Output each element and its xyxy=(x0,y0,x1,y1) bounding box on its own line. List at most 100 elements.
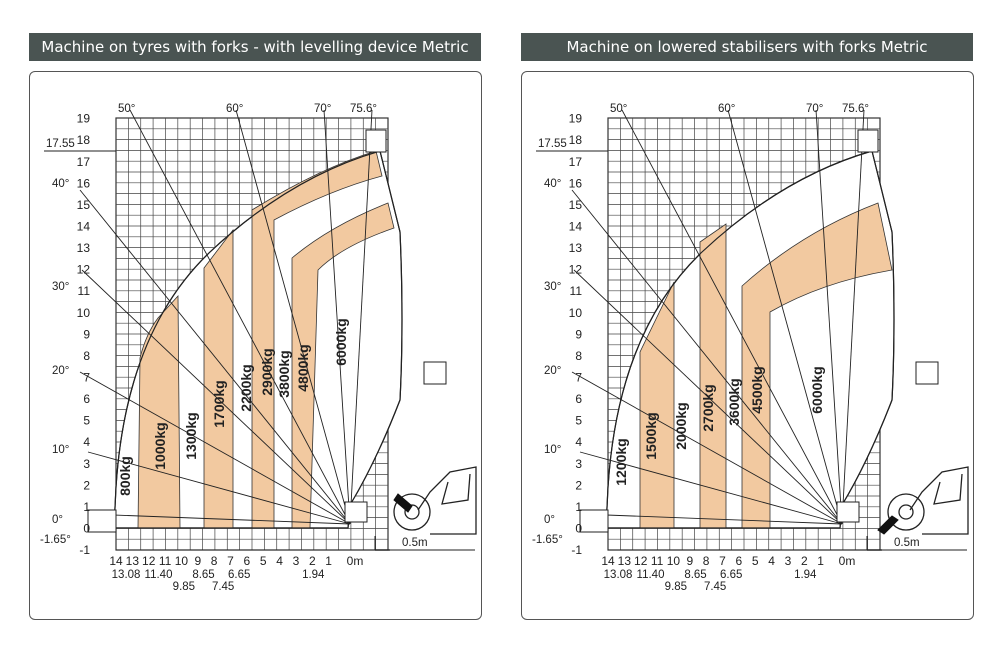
x-tick-label: 3 xyxy=(293,554,300,568)
boom-angle-line xyxy=(573,269,843,525)
boom-angle-label: 40° xyxy=(52,178,69,190)
y-tick-label: 6 xyxy=(575,392,582,406)
boom-base-icon xyxy=(877,515,899,535)
x-tick-label: 0m xyxy=(347,554,364,568)
x-tick-detail-label: 9.85 xyxy=(665,581,687,593)
boom-angle-line xyxy=(79,189,351,525)
x-tick-label: 9 xyxy=(194,554,201,568)
boom-angle-label: 30° xyxy=(544,281,561,293)
load-capacity-label: 2900kg xyxy=(259,348,275,395)
x-tick-label: 3 xyxy=(785,554,792,568)
x-tick-label: 14 xyxy=(109,554,123,568)
x-tick-detail-label: 7.45 xyxy=(212,581,234,593)
scale-label: 0.5m xyxy=(894,537,920,549)
y-tick-label: 5 xyxy=(575,414,582,428)
boom-angle-label: 75.6° xyxy=(350,103,377,115)
load-capacity-label: 800kg xyxy=(117,456,133,496)
x-tick-detail-label: 8.65 xyxy=(684,569,706,581)
load-capacity-label: 3600kg xyxy=(726,378,742,425)
boom-angle-line xyxy=(349,109,373,525)
x-tick-detail-label: 9.85 xyxy=(173,581,195,593)
boom-angle-line xyxy=(571,371,843,525)
y-tick-label: 14 xyxy=(569,220,583,234)
boom-angle-line xyxy=(727,109,843,525)
scale-label: 0.5m xyxy=(402,537,428,549)
boom-angle-line xyxy=(323,109,351,525)
wheel-hub-icon xyxy=(898,504,914,520)
boom-angle-label: 30° xyxy=(52,281,69,293)
boom-angle-line xyxy=(579,451,843,525)
fork-carriage-top xyxy=(365,129,387,153)
y-tick-label: 10 xyxy=(569,306,583,320)
boom-angle-line xyxy=(579,513,843,525)
fork-carriage-low xyxy=(87,509,117,533)
boom-angle-label: 10° xyxy=(52,444,69,456)
x-tick-label: 7 xyxy=(227,554,234,568)
y-tick-label: 16 xyxy=(569,176,583,190)
y-tick-label: 4 xyxy=(83,435,90,449)
x-tick-label: 14 xyxy=(601,554,615,568)
x-tick-detail-label: 1.94 xyxy=(794,569,817,581)
boom-angle-line xyxy=(87,513,351,525)
y-tick-label: 11 xyxy=(78,284,91,298)
boom-angle-line xyxy=(235,109,351,525)
x-tick-label: 1 xyxy=(325,554,332,568)
y-tick-label: 2 xyxy=(575,478,582,492)
y-tick-label: 11 xyxy=(570,284,583,298)
load-capacity-label: 2700kg xyxy=(700,384,716,431)
y-tick-label: 8 xyxy=(575,349,582,363)
boom-angle-label: 60° xyxy=(226,103,243,115)
envelope-outline xyxy=(113,150,403,529)
y-tick-label: 19 xyxy=(569,112,583,126)
y-tick-label: 14 xyxy=(77,220,91,234)
height-marker-label: 17.55 xyxy=(538,138,567,150)
y-tick-label: 12 xyxy=(569,263,583,277)
boom-angle-line xyxy=(815,109,843,525)
right-panel-title: Machine on lowered stabilisers with fork… xyxy=(521,33,973,61)
x-tick-label: 5 xyxy=(752,554,759,568)
x-tick-label: 13 xyxy=(618,554,632,568)
load-band xyxy=(291,202,395,529)
x-tick-label: 6 xyxy=(244,554,251,568)
y-tick-label: 5 xyxy=(83,414,90,428)
y-tick-label: -1 xyxy=(79,543,90,557)
boom-angle-label: 10° xyxy=(544,444,561,456)
load-capacity-label: 1000kg xyxy=(152,422,168,469)
cab-icon xyxy=(417,466,477,535)
fork-carriage-top xyxy=(857,129,879,153)
load-capacity-label: 3800kg xyxy=(276,350,292,397)
load-capacity-label: 6000kg xyxy=(809,366,825,413)
boom-angle-label: 20° xyxy=(52,365,69,377)
x-tick-label: 6 xyxy=(736,554,743,568)
y-tick-label: 9 xyxy=(575,327,582,341)
y-tick-label: 8 xyxy=(83,349,90,363)
y-tick-label: 15 xyxy=(77,198,91,212)
x-tick-label: 12 xyxy=(142,554,156,568)
boom-angle-label: -1.65° xyxy=(532,534,563,546)
y-tick-label: 12 xyxy=(77,263,91,277)
x-tick-label: 10 xyxy=(175,554,189,568)
x-tick-label: 13 xyxy=(126,554,140,568)
boom-angle-label: 40° xyxy=(544,178,561,190)
boom-angle-line xyxy=(841,109,865,525)
cab-icon xyxy=(909,466,969,535)
y-tick-label: 1 xyxy=(575,500,582,514)
y-tick-label: 10 xyxy=(77,306,91,320)
x-tick-detail-label: 7.45 xyxy=(704,581,726,593)
y-tick-label: 13 xyxy=(77,241,91,255)
boom-angle-label: 50° xyxy=(610,103,627,115)
y-tick-label: 2 xyxy=(83,478,90,492)
boom-angle-label: 50° xyxy=(118,103,135,115)
y-tick-label: 13 xyxy=(569,241,583,255)
boom-angle-label: 70° xyxy=(806,103,823,115)
boom-angle-line xyxy=(81,269,351,525)
x-tick-detail-label: 11.40 xyxy=(145,569,173,581)
y-tick-label: 3 xyxy=(83,457,90,471)
boom-angle-label: 60° xyxy=(718,103,735,115)
y-tick-label: 16 xyxy=(77,176,91,190)
boom-angle-line xyxy=(87,451,351,525)
y-tick-label: 0 xyxy=(575,522,582,536)
